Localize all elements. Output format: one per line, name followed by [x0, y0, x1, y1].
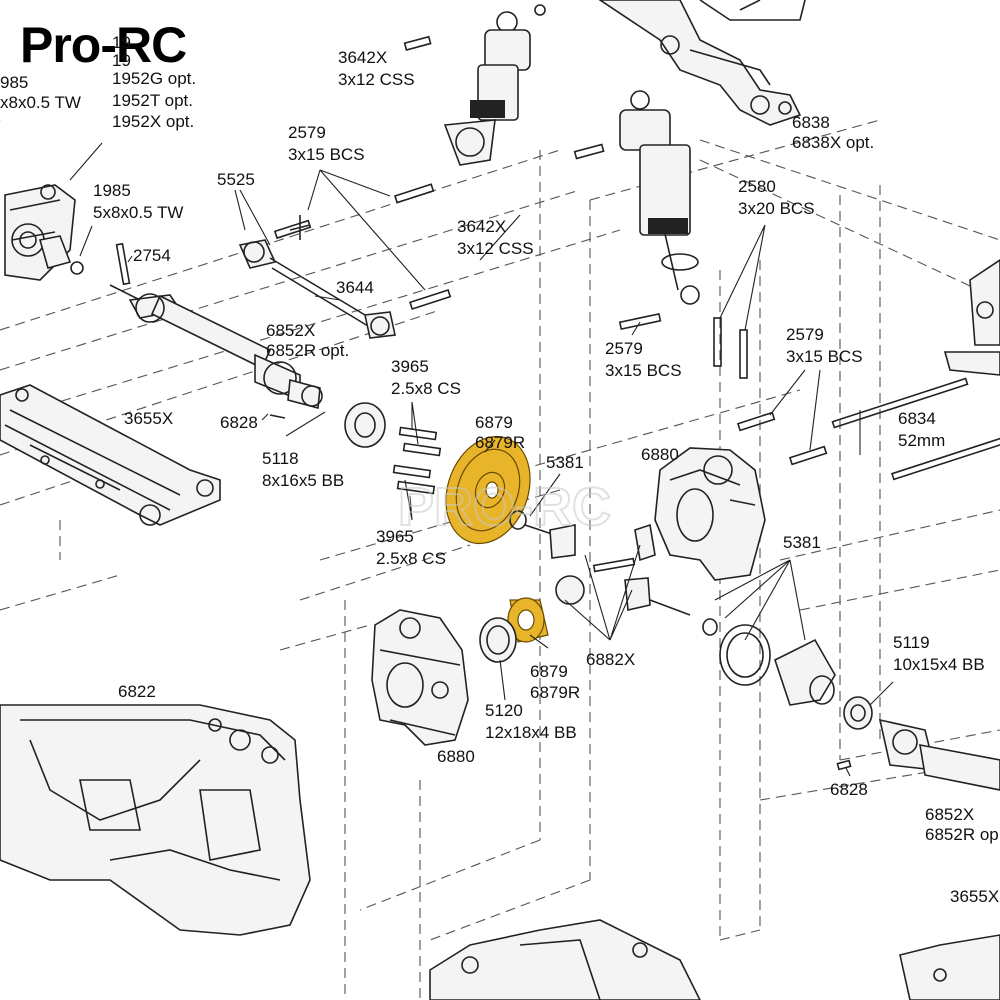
screws-2580-2579	[618, 312, 1000, 481]
suspension-arm-3655x-left	[0, 384, 221, 526]
leader-lines	[0, 120, 894, 777]
ring-gear-6879-highlighted	[445, 435, 531, 545]
label-5381-b: 5381	[783, 533, 821, 552]
label-1985: 1985	[93, 181, 131, 200]
label-3655x-b: 3655X	[950, 887, 999, 906]
label-6880-b: 6880	[437, 747, 475, 766]
dashed-guide-lines	[0, 119, 1000, 1000]
label-5119-size: 10x15x4 BB	[893, 655, 985, 674]
watermark: PRO-RC	[398, 477, 611, 537]
label-3965-a: 3965	[391, 357, 429, 376]
label-3642x-top: 3642X	[338, 48, 387, 67]
label-2580-size: 3x20 BCS	[738, 199, 815, 218]
label-2579-a: 2579	[288, 123, 326, 142]
label-3642x-top-size: 3x12 CSS	[338, 70, 415, 89]
label-6879r-b: 6879R	[530, 683, 580, 702]
label-6852r-opt-a: 6852R opt.	[266, 341, 349, 360]
label-3655x-a: 3655X	[124, 409, 173, 428]
turnbuckle-3644	[238, 183, 452, 339]
diff-housing-6880-upper	[654, 447, 766, 581]
label-5120-size: 12x18x4 BB	[485, 723, 577, 742]
label-6882x: 6882X	[586, 650, 635, 669]
label-3965-a-size: 2.5x8 CS	[391, 379, 461, 398]
diff-housing-6880-lower	[371, 609, 469, 746]
label-6828-a: 6828	[220, 413, 258, 432]
shock-absorber-left	[403, 4, 546, 166]
label-6879-a: 6879	[475, 413, 513, 432]
label-1985-top-num: 985	[0, 73, 28, 92]
label-2579-b: 2579	[605, 339, 643, 358]
differential-gears-6882x	[509, 510, 718, 636]
label-6879r-a: 6879R	[475, 433, 525, 452]
label-6879-b: 6879	[530, 662, 568, 681]
label-5381-a: 5381	[546, 453, 584, 472]
bottom-center-bracket	[429, 919, 701, 1000]
label-1952-partial-1: 19	[112, 33, 131, 52]
label-5118-size: 8x16x5 BB	[262, 471, 344, 490]
label-6852r-opt-b: 6852R op	[925, 825, 999, 844]
label-1952x: 1952X opt.	[112, 112, 194, 131]
diff-carrier	[719, 624, 873, 730]
shock-absorber-right	[573, 90, 700, 305]
label-5120: 5120	[485, 701, 523, 720]
label-1952-partial-2: 19	[112, 51, 131, 70]
label-3965-b: 3965	[376, 527, 414, 546]
label-3644: 3644	[336, 278, 374, 297]
rear-hub-bracket	[4, 184, 131, 286]
pinion-gear-6879-highlighted	[507, 597, 549, 643]
label-1985-size: 5x8x0.5 TW	[93, 203, 183, 222]
label-6834: 6834	[898, 409, 936, 428]
label-1952t: 1952T opt.	[112, 91, 193, 110]
brand-logo: Pro-RC	[20, 17, 186, 73]
label-2579-a-size: 3x15 BCS	[288, 145, 365, 164]
label-6838x-opt: 6838X opt.	[792, 133, 874, 152]
label-6852x-a: 6852X	[266, 321, 315, 340]
label-5119: 5119	[893, 633, 930, 652]
chassis-6822	[0, 704, 311, 936]
right-bracket	[943, 259, 1000, 376]
label-5525: 5525	[217, 170, 255, 189]
label-6834-size: 52mm	[898, 431, 945, 450]
label-3642x-mid-size: 3x12 CSS	[457, 239, 534, 258]
label-1985-top-size: x8x0.5 TW	[0, 93, 81, 112]
label-2754: 2754	[133, 246, 171, 265]
bearing-5120	[479, 617, 517, 663]
driveshaft-6852x	[109, 284, 323, 419]
suspension-arm-3655x-right	[899, 934, 1000, 1000]
label-6852x-b: 6852X	[925, 805, 974, 824]
label-5118: 5118	[262, 449, 299, 468]
label-6880-a: 6880	[641, 445, 679, 464]
driveshaft-6852x-right	[836, 718, 1000, 791]
part-labels: 19 19 1952G opt. 1952T opt. 1952X opt. 9…	[0, 33, 999, 906]
label-6838: 6838	[792, 113, 830, 132]
label-2579-b-size: 3x15 BCS	[605, 361, 682, 380]
label-6822: 6822	[118, 682, 156, 701]
label-2579-c-size: 3x15 BCS	[786, 347, 863, 366]
label-6828-b: 6828	[830, 780, 868, 799]
label-2579-c: 2579	[786, 325, 824, 344]
label-3642x-mid: 3642X	[457, 217, 506, 236]
label-2580: 2580	[738, 177, 776, 196]
label-1952g: 1952G opt.	[112, 69, 196, 88]
shock-tower-6838	[598, 0, 806, 126]
label-3965-b-size: 2.5x8 CS	[376, 549, 446, 568]
bearing-5118	[344, 402, 386, 448]
